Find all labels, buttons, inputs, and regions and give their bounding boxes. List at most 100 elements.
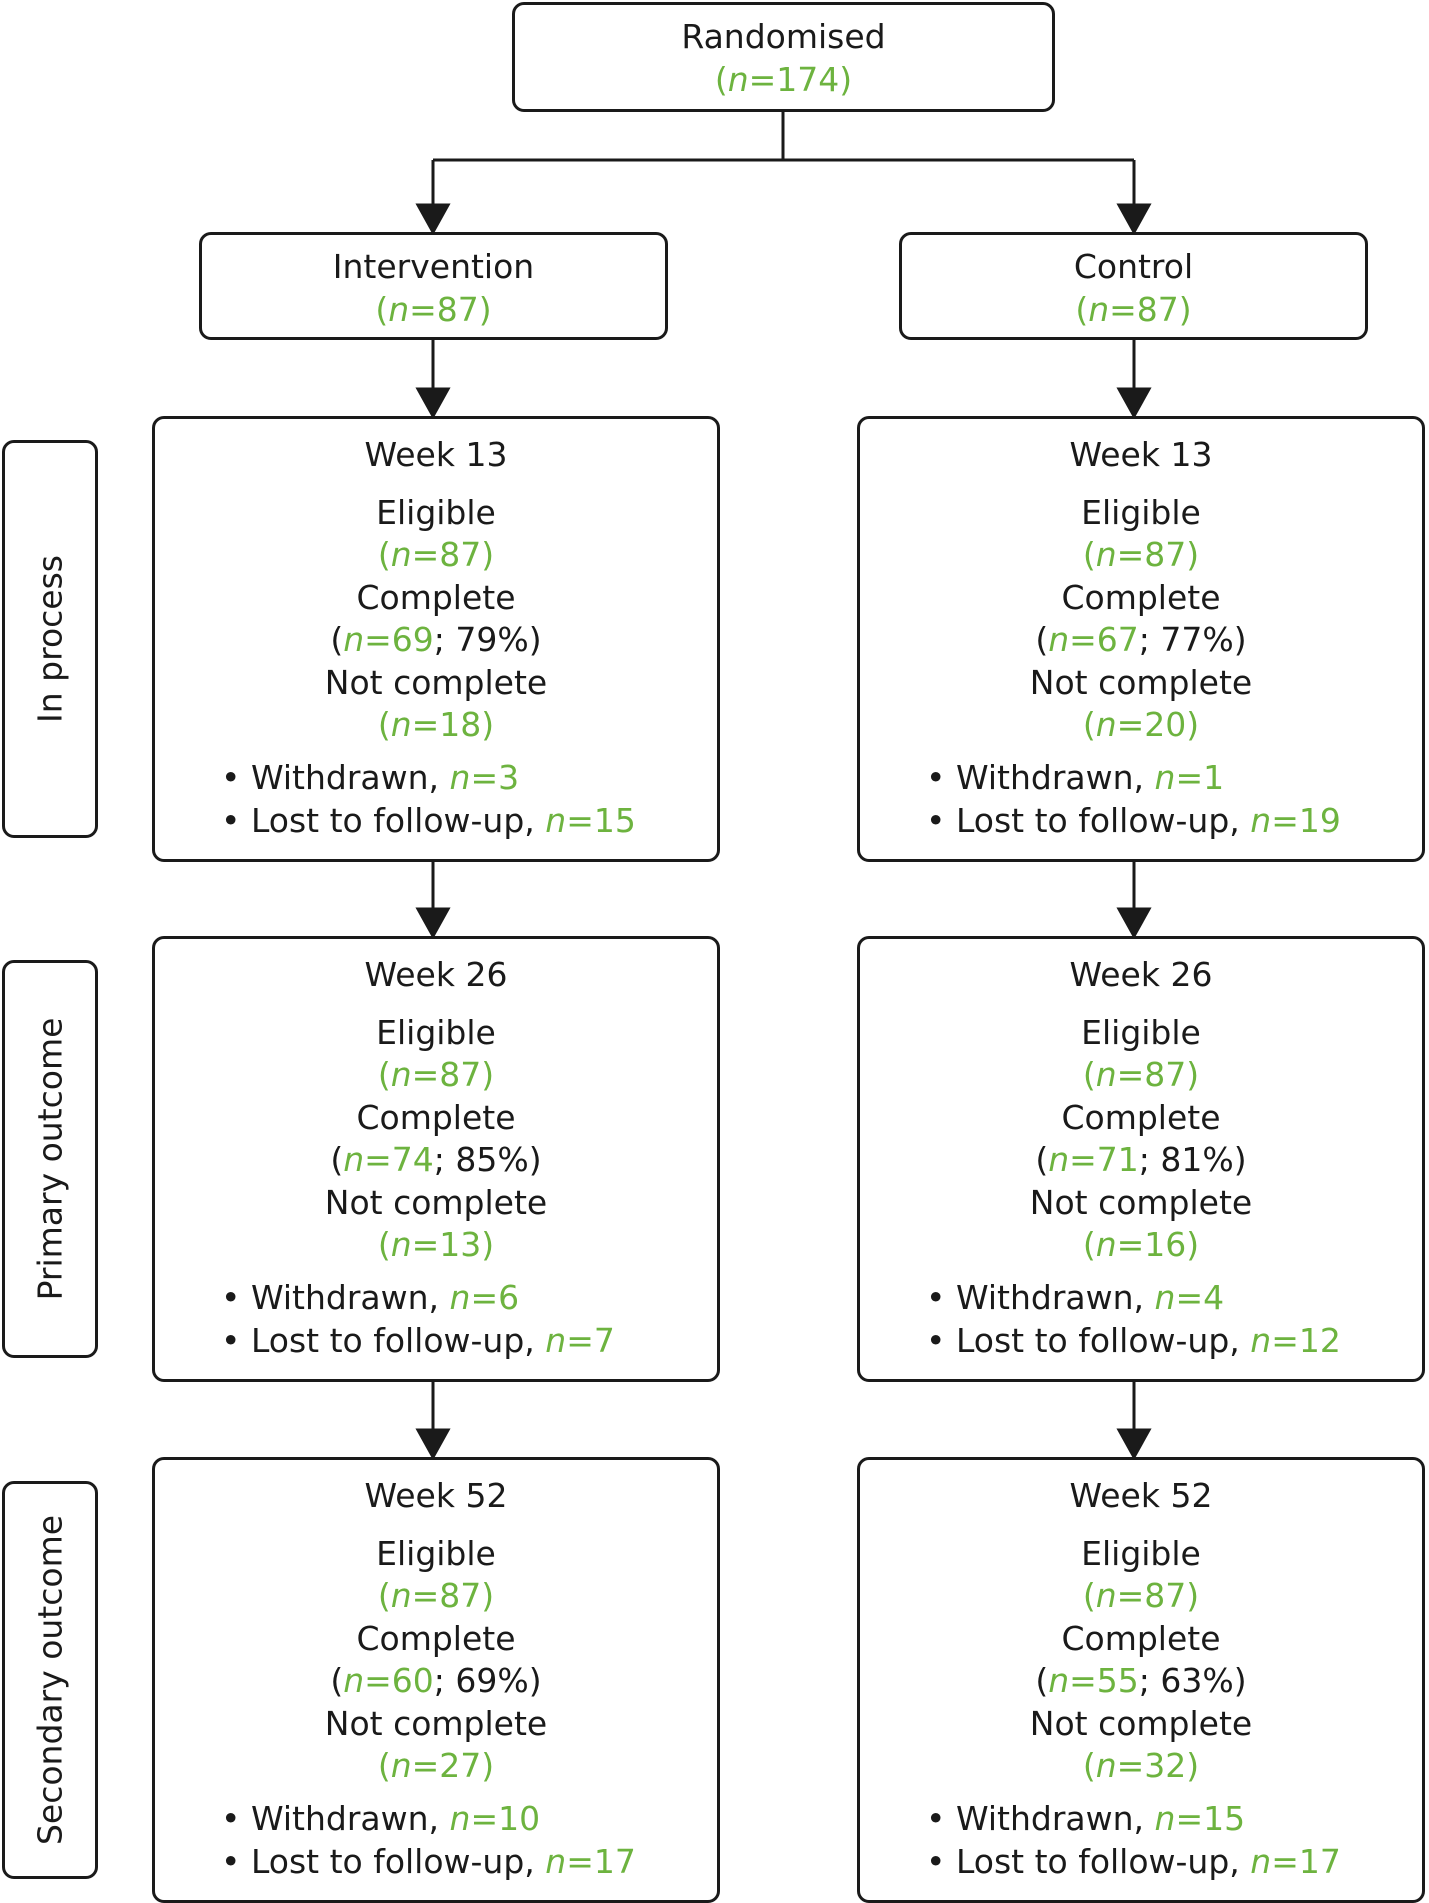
control-box: Control (n=87) [899, 232, 1368, 340]
bullet-icon: • [221, 758, 241, 797]
eligible-count: (n=87) [1082, 1576, 1200, 1615]
not-complete-count: (n=20) [1082, 705, 1200, 744]
n-symbol: n [1095, 1055, 1117, 1094]
not-complete-n: 13 [439, 1225, 482, 1264]
withdrawn-label: Withdrawn, [250, 1799, 440, 1838]
n-symbol: n [727, 60, 749, 99]
equals-sign: = [1116, 535, 1145, 574]
complete-count: (n=69; 79%) [330, 620, 542, 659]
equals-sign: = [364, 1140, 392, 1179]
complete-percent: 85% [455, 1140, 529, 1179]
equals-sign: = [1271, 1842, 1299, 1881]
equals-sign: = [470, 1799, 499, 1838]
complete-n: 69 [391, 620, 434, 659]
eligible-count: (n=87) [377, 535, 495, 574]
complete-count: (n=60; 69%) [330, 1661, 542, 1700]
n-symbol: n [1250, 801, 1272, 840]
not-complete-n: 16 [1144, 1225, 1187, 1264]
arrow-intervention-week13-head [415, 387, 451, 420]
n-symbol: n [390, 1055, 412, 1094]
outcome-list: • Withdrawn, n=15 • Lost to follow-up, n… [926, 1797, 1341, 1883]
equals-sign: = [411, 1055, 440, 1094]
n-symbol: n [390, 535, 412, 574]
eligible-n: 87 [439, 1055, 482, 1094]
complete-count: (n=67; 77%) [1035, 620, 1247, 659]
n-symbol: n [388, 290, 410, 329]
equals-sign: = [748, 60, 777, 99]
eligible-label: Eligible [1081, 1013, 1201, 1052]
randomised-count: (n=174) [714, 60, 853, 99]
not-complete-count: (n=27) [377, 1746, 495, 1785]
intervention-phase-1-box: Week 13 Eligible (n=87) Complete (n=69; … [152, 416, 720, 862]
eligible-label: Eligible [376, 1013, 496, 1052]
eligible-n: 87 [439, 535, 482, 574]
outcome-list: • Withdrawn, n=1 • Lost to follow-up, n=… [926, 756, 1341, 842]
complete-count: (n=74; 85%) [330, 1140, 542, 1179]
n-symbol: n [1048, 620, 1070, 659]
equals-sign: = [1271, 801, 1299, 840]
complete-label: Complete [356, 578, 516, 617]
equals-sign: = [1069, 1140, 1097, 1179]
control-phase-1-box: Week 13 Eligible (n=87) Complete (n=67; … [857, 416, 1425, 862]
n-symbol: n [545, 801, 567, 840]
complete-percent: 63% [1160, 1661, 1234, 1700]
not-complete-count: (n=18) [377, 705, 495, 744]
arrow-control-week13-head [1116, 387, 1152, 420]
side-label-text: In process [30, 555, 70, 723]
lost-n: 7 [593, 1321, 615, 1360]
bullet-icon: • [926, 1278, 946, 1317]
complete-percent: 77% [1160, 620, 1234, 659]
control-phase-2-box: Week 26 Eligible (n=87) Complete (n=71; … [857, 936, 1425, 1382]
equals-sign: = [411, 705, 440, 744]
n-symbol: n [545, 1321, 567, 1360]
equals-sign: = [1175, 1278, 1204, 1317]
control-count: (n=87) [1075, 290, 1192, 329]
equals-sign: = [1069, 620, 1097, 659]
phase-3-side-label: Secondary outcome [2, 1481, 98, 1879]
week-label: Week 52 [1069, 1476, 1213, 1515]
withdrawn-n: 10 [498, 1799, 541, 1838]
phase-2-side-label: Primary outcome [2, 960, 98, 1358]
complete-percent: 69% [455, 1661, 529, 1700]
n-symbol: n [343, 620, 365, 659]
n-symbol: n [1095, 535, 1117, 574]
withdrawn-n: 3 [498, 758, 520, 797]
n-symbol: n [343, 1661, 365, 1700]
equals-sign: = [364, 1661, 392, 1700]
intervention-count: (n=87) [375, 290, 492, 329]
equals-sign: = [1175, 758, 1204, 797]
intervention-phase-2-box: Week 26 Eligible (n=87) Complete (n=74; … [152, 936, 720, 1382]
n-symbol: n [1048, 1661, 1070, 1700]
n-symbol: n [1154, 758, 1176, 797]
not-complete-n: 20 [1144, 705, 1187, 744]
n-symbol: n [1095, 1225, 1117, 1264]
equals-sign: = [411, 1225, 440, 1264]
bullet-icon: • [221, 1842, 241, 1881]
lost-item: • Lost to follow-up, n=17 [221, 1840, 636, 1883]
equals-sign: = [470, 758, 499, 797]
eligible-label: Eligible [376, 1534, 496, 1573]
week-label: Week 13 [364, 435, 508, 474]
equals-sign: = [1116, 1055, 1145, 1094]
equals-sign: = [1109, 290, 1137, 329]
n-symbol: n [1154, 1799, 1176, 1838]
lost-item: • Lost to follow-up, n=15 [221, 799, 636, 842]
not-complete-label: Not complete [1029, 1704, 1253, 1743]
not-complete-count: (n=16) [1082, 1225, 1200, 1264]
complete-n: 71 [1096, 1140, 1139, 1179]
arrow-intervention-week52-head [415, 1428, 451, 1461]
bullet-icon: • [221, 801, 241, 840]
n-symbol: n [1095, 705, 1117, 744]
n-symbol: n [390, 1225, 412, 1264]
not-complete-n: 27 [439, 1746, 482, 1785]
equals-sign: = [1271, 1321, 1299, 1360]
week-label: Week 26 [1069, 955, 1213, 994]
equals-sign: = [566, 1321, 594, 1360]
withdrawn-n: 15 [1203, 1799, 1246, 1838]
lost-n: 15 [593, 801, 636, 840]
eligible-count: (n=87) [1082, 535, 1200, 574]
withdrawn-item: • Withdrawn, n=1 [926, 756, 1341, 799]
outcome-list: • Withdrawn, n=10 • Lost to follow-up, n… [221, 1797, 636, 1883]
complete-label: Complete [356, 1619, 516, 1658]
